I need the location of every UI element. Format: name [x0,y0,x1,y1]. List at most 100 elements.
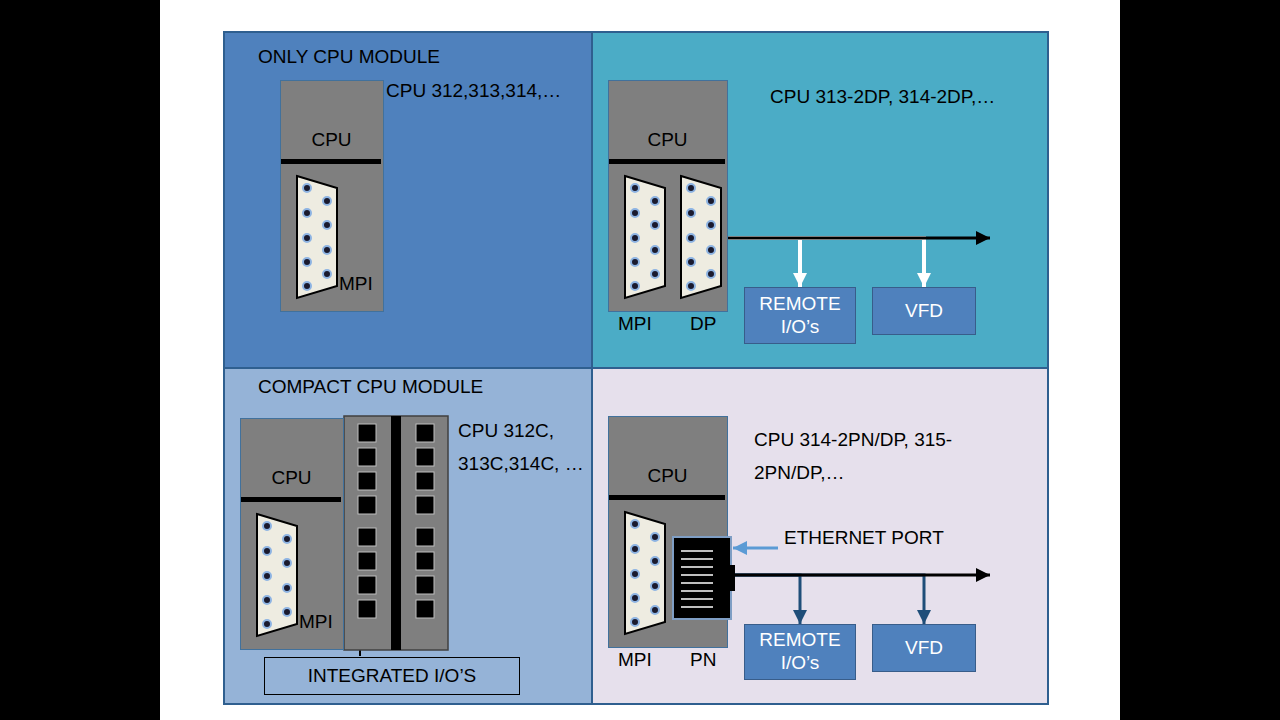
connector-pin [651,557,659,565]
connector-pin [651,533,659,541]
io-terminal [416,448,434,466]
io-terminal [358,472,376,490]
port-contact [681,590,713,592]
port-contact [681,574,713,576]
connector-pin [631,594,639,602]
connector-pin [687,282,695,290]
connector-pin [323,197,331,205]
io-terminal [358,528,376,546]
io-terminal [416,576,434,594]
device-box: VFD [872,624,976,672]
cpu-module: CPUMPI [280,80,384,312]
connector-pin [303,258,311,266]
box-label: INTEGRATED I/O’S [304,663,481,690]
io-terminal [416,528,434,546]
quadrant-fill [224,368,592,704]
divider-line [224,367,1048,369]
leader-arrow [733,547,778,550]
box-label: VFD [901,635,947,662]
port-contact [681,566,713,568]
connector-pin [323,270,331,278]
connector-pin [283,608,291,616]
db9-connector [625,512,665,634]
port-label: MPI [299,611,333,634]
model-list: CPU 312C, 313C,314C, … [458,414,586,480]
drop-arrow [728,238,924,287]
cpu-separator [241,497,341,502]
cpu-illustration [609,81,729,313]
connector-shell [257,514,297,636]
cpu-illustration [609,417,729,649]
connector-pin [651,582,659,590]
connector-shell [681,176,721,298]
connector-pin [651,246,659,254]
connector-pin [303,209,311,217]
connector-pin [631,545,639,553]
connector-shell [297,176,337,298]
drop-arrow [728,575,924,624]
model-list: CPU 312,313,314,… [386,80,561,103]
cpu-module: CPU [608,80,728,312]
io-terminal [416,600,434,618]
cpu-label: CPU [241,467,342,490]
device-box: INTEGRATED I/O’S [264,657,520,695]
connector-pin [263,620,271,628]
db9-connector [681,176,721,298]
region-panel: COMPACT CPU MODULE CPU 312C, 313C,314C, …… [224,368,592,704]
bus-line [728,237,990,240]
quadrant-fill [592,32,1048,368]
io-terminal [358,424,376,442]
device-box: REMOTE I/O’s [744,287,856,344]
side-bar [0,0,160,720]
connector-pin [631,570,639,578]
connector-pin [707,270,715,278]
port-latch [729,565,735,591]
connector-pin [303,234,311,242]
section-heading: COMPACT CPU MODULE [258,376,483,399]
quadrant-fill [224,32,592,368]
connector-pin [263,596,271,604]
drop-arrow [728,238,800,287]
connector-pin [707,221,715,229]
cpu-module: CPU MPI [240,418,344,650]
db9-connector [257,514,297,636]
connector-shell [625,176,665,298]
model-list: CPU 314-2PN/DP, 315-2PN/DP,… [754,423,999,489]
connector-pin [687,209,695,217]
port-contact [681,558,713,560]
connector-pin [631,258,639,266]
cpu-separator [609,495,725,500]
io-terminal [358,496,376,514]
side-bar [1120,0,1280,720]
drop-arrow [728,575,800,624]
io-terminal [416,424,434,442]
connector-pin [687,184,695,192]
connector-pin [303,282,311,290]
io-block-body [344,416,448,650]
device-box: VFD [872,287,976,335]
callout-label: ETHERNET PORT [784,527,944,550]
connector-pin [283,584,291,592]
connector-pin [707,246,715,254]
connector-pin [263,522,271,530]
connector-pin [631,234,639,242]
port-contact [681,582,713,584]
io-terminal [358,576,376,594]
connector-shell [625,512,665,634]
port-contact [681,598,713,600]
io-terminal [416,496,434,514]
cpu-label: CPU [281,129,382,152]
outer-frame [224,32,1048,704]
ethernet-port [673,537,735,619]
connector-pin [631,618,639,626]
connector-pin [303,184,311,192]
cpu-label: CPU [609,129,726,152]
db9-connector [625,176,665,298]
connector-pin [631,520,639,528]
connector-pin [263,572,271,580]
connector-pin [631,184,639,192]
box-label: REMOTE I/O’s [745,291,855,341]
region-panel: CPU 313-2DP, 314-2DP,…CPUREMOTE I/O’sVFD [592,32,1048,368]
connector-pin [631,209,639,217]
